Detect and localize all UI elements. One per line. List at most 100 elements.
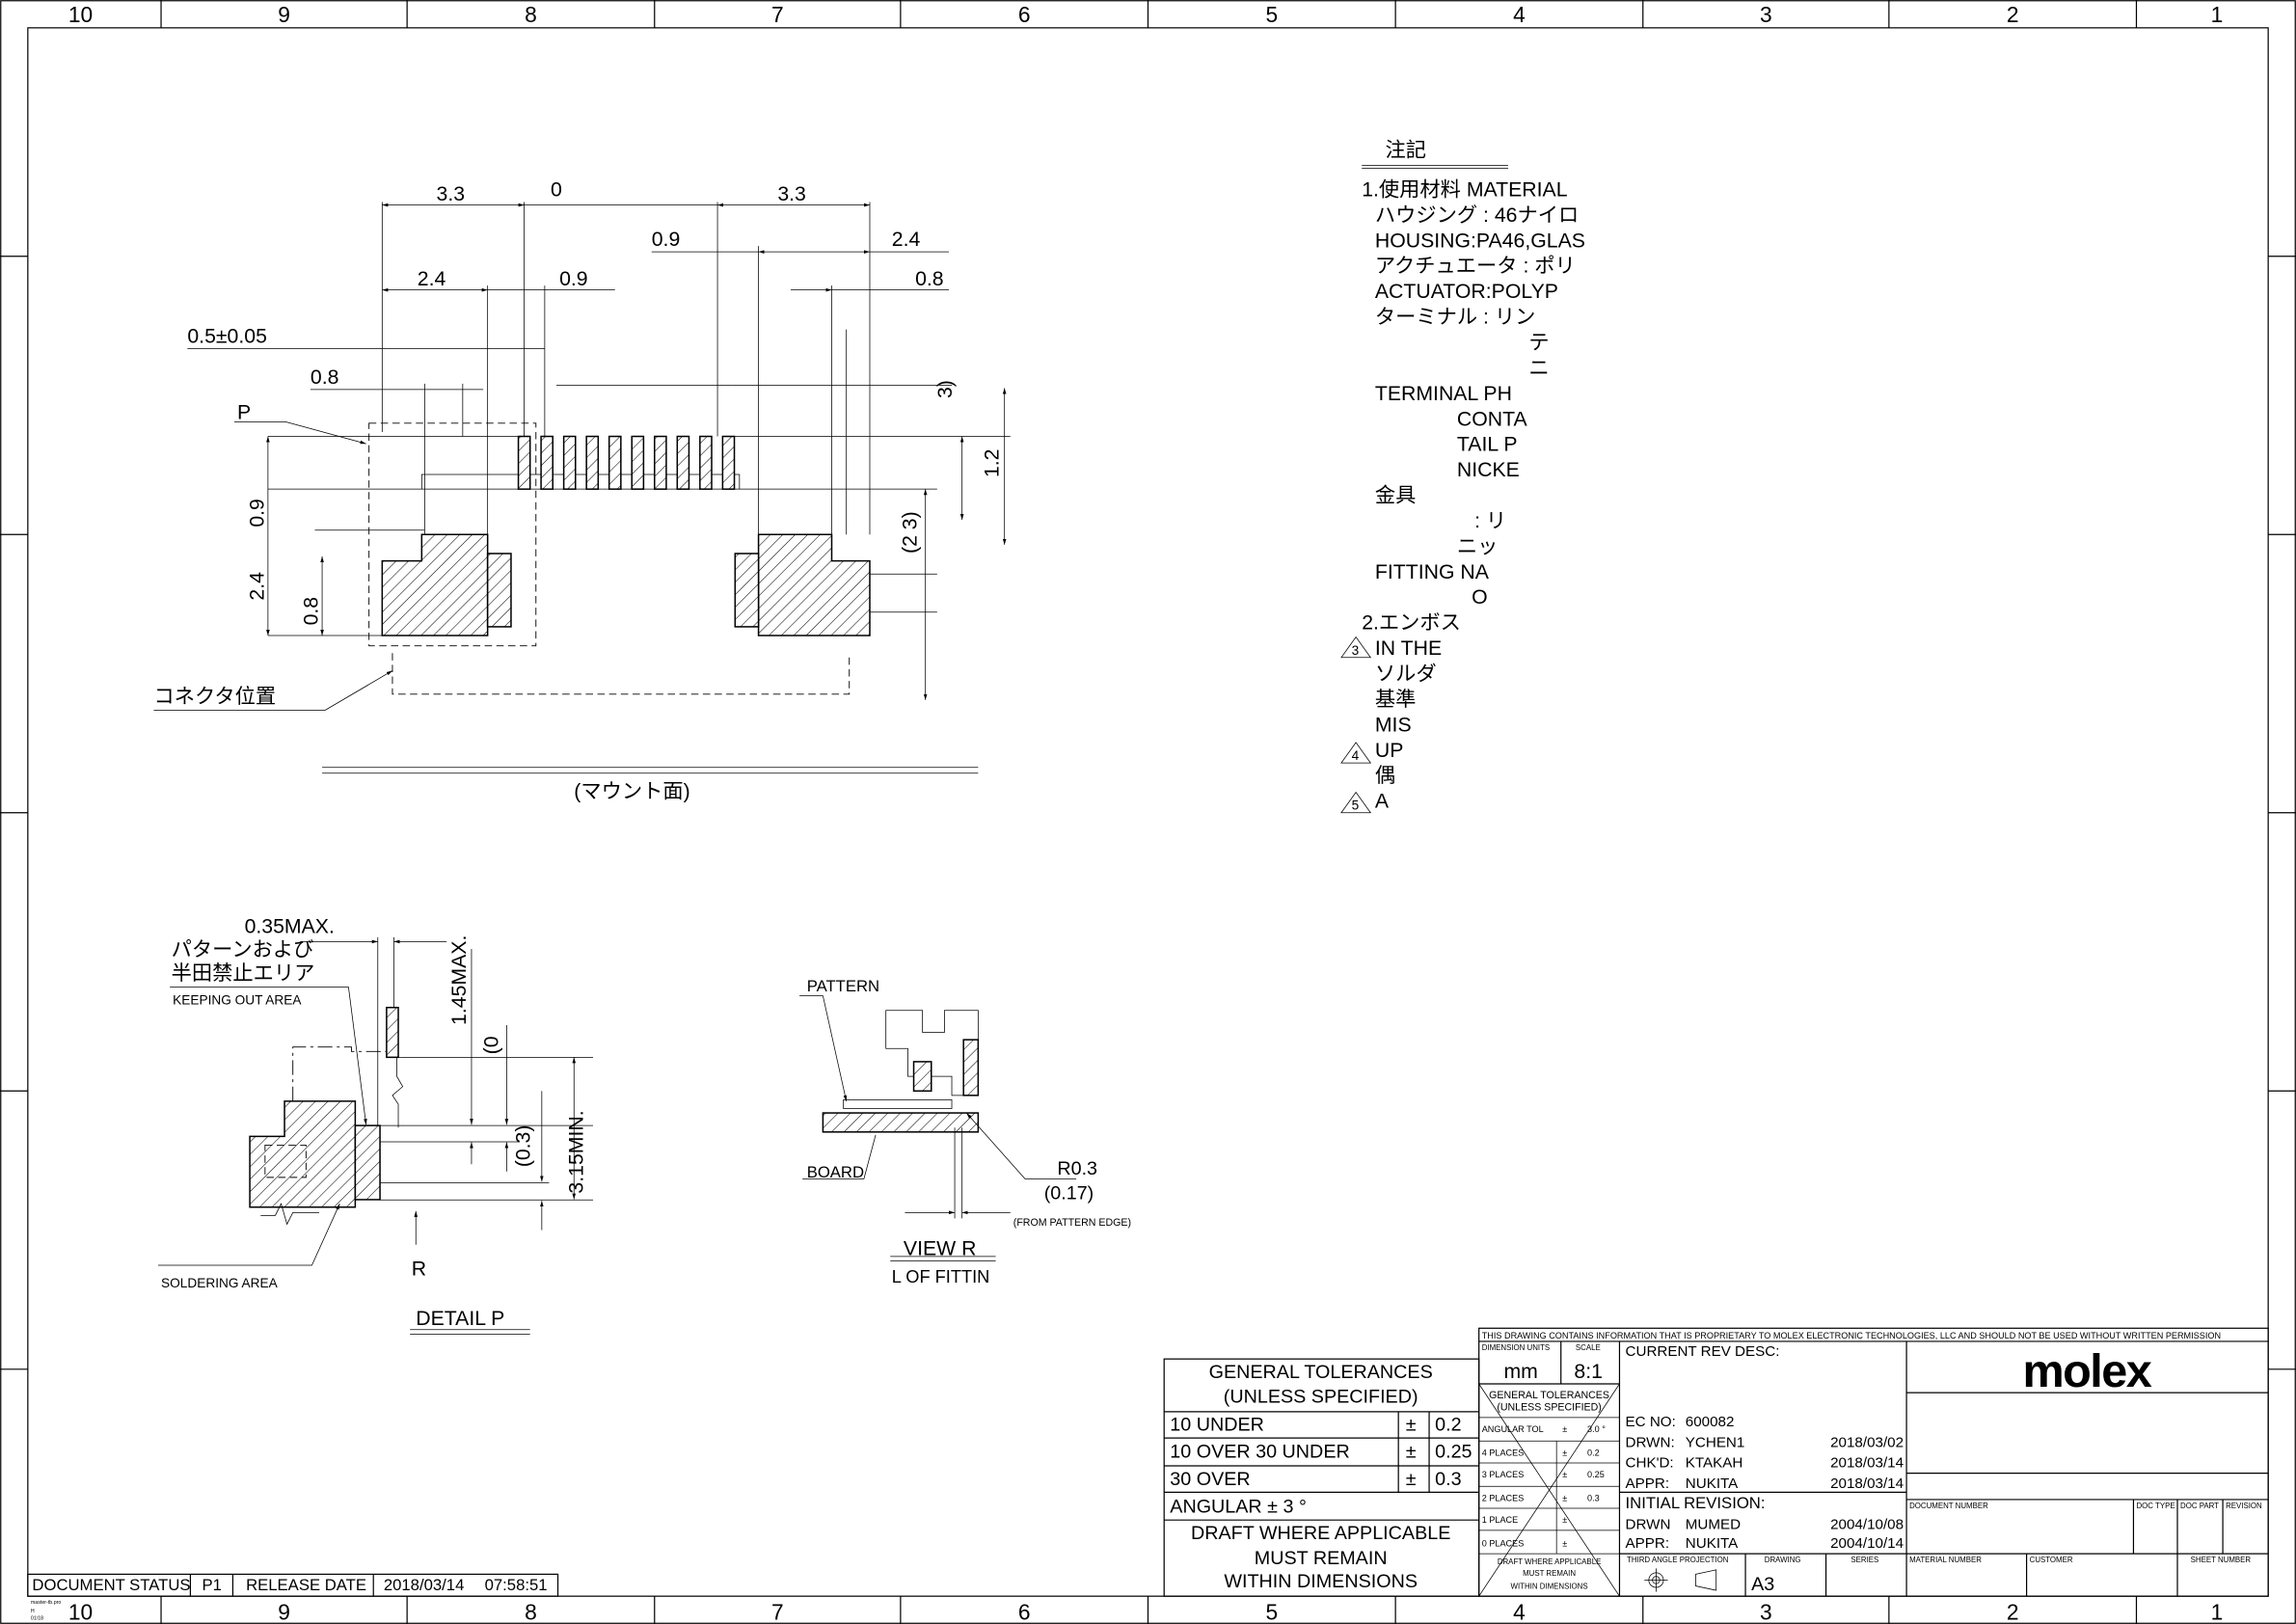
document-number-label: DOCUMENT NUMBER xyxy=(1909,1502,1988,1510)
zone-label: 5 xyxy=(1265,2,1278,27)
dim-0-9-top: 0.9 xyxy=(652,228,681,251)
gt-row-pm: ± xyxy=(1406,1469,1417,1490)
keeping-out-label: KEEPING OUT AREA xyxy=(173,993,302,1008)
third-angle-projection-icon xyxy=(1644,1568,1717,1592)
dimension-units: mm xyxy=(1503,1360,1537,1383)
chkd-label: CHK'D: xyxy=(1626,1455,1674,1472)
note-line: IN THE xyxy=(1375,636,1442,660)
release-date: 2018/03/14 xyxy=(384,1576,465,1594)
zone-label: 10 xyxy=(68,2,93,27)
drawing-label: DRAWING xyxy=(1765,1556,1801,1564)
zone-label: 7 xyxy=(771,2,784,27)
init-drwn-label: DRWN xyxy=(1626,1516,1671,1532)
zone-label: 3 xyxy=(1760,1599,1772,1624)
dim-v-3: 3) xyxy=(933,380,957,398)
revision-flag-icon xyxy=(1340,742,1372,764)
dim-v-0-9: 0.9 xyxy=(245,499,268,528)
document-status-bar: DOCUMENT STATUS P1 RELEASE DATE 2018/03/… xyxy=(27,1573,559,1621)
note-line: ニ xyxy=(1528,356,1549,379)
molex-logo: molex xyxy=(2022,1345,2151,1397)
tb-tol-draft-3: WITHIN DIMENSIONS xyxy=(1511,1583,1588,1591)
zone-label: 2 xyxy=(2007,2,2019,27)
note-line: TAIL P xyxy=(1457,433,1518,456)
gt-row-range: 10 UNDER xyxy=(1170,1415,1264,1436)
terminal xyxy=(608,435,622,490)
tb-tol-row-pm: ± xyxy=(1562,1539,1567,1549)
tb-tol-row-pm: ± xyxy=(1562,1515,1567,1525)
drawing-size: A3 xyxy=(1751,1574,1774,1595)
fitting-left xyxy=(381,533,489,636)
revision-flag-number: 5 xyxy=(1352,798,1360,813)
release-time: 07:58:51 xyxy=(485,1576,548,1594)
revision-flag-icon xyxy=(1340,791,1372,814)
fitting-right-tab xyxy=(734,553,760,628)
tb-tol-row-label: 2 PLACES xyxy=(1482,1493,1525,1502)
zone-label: 9 xyxy=(278,1599,290,1624)
dim-v-2-3: (2 3) xyxy=(899,511,922,554)
revision-flag-number: 3 xyxy=(1352,643,1360,658)
note-line: 金具 xyxy=(1375,484,1417,507)
zone-label: 1 xyxy=(2211,2,2224,27)
gt-row-pm: ± xyxy=(1406,1415,1417,1436)
connector-plan-view: 3.3 0 3.3 0.9 2.4 2.4 0.9 0.8 0.5±0.05 0… xyxy=(153,177,1011,803)
note-line: アクチュエータ : ポリ xyxy=(1375,255,1576,278)
gt-draft-1: DRAFT WHERE APPLICABLE xyxy=(1191,1523,1450,1544)
dim-0-9-left: 0.9 xyxy=(559,267,588,290)
terminal xyxy=(654,435,667,490)
init-drwn-name: MUMED xyxy=(1686,1516,1741,1532)
note-line: O xyxy=(1472,585,1488,609)
material-number-label: MATERIAL NUMBER xyxy=(1909,1556,1982,1564)
template-rev: H xyxy=(31,1609,35,1614)
terminal xyxy=(562,435,577,490)
pattern-label: PATTERN xyxy=(807,977,879,995)
document-status-value: P1 xyxy=(203,1576,222,1594)
dim-v-0-8: 0.8 xyxy=(300,597,323,626)
zone-label: 8 xyxy=(525,1599,537,1624)
terminal xyxy=(540,435,554,490)
series-label: SERIES xyxy=(1850,1556,1878,1564)
tb-tol-title-1: GENERAL TOLERANCES xyxy=(1489,1390,1609,1401)
initial-revision-label: INITIAL REVISION: xyxy=(1626,1494,1766,1512)
soldering-area-label: SOLDERING AREA xyxy=(161,1276,279,1290)
dim-0-8-left: 0.8 xyxy=(311,365,339,389)
zone-label: 8 xyxy=(525,2,537,27)
release-date-label: RELEASE DATE xyxy=(246,1576,366,1594)
terminal-row xyxy=(517,435,736,490)
label-p: P xyxy=(237,400,251,423)
tb-tol-title-2: (UNLESS SPECIFIED) xyxy=(1497,1401,1601,1413)
note-line: ACTUATOR:POLYP xyxy=(1375,280,1558,303)
ec-no: 600082 xyxy=(1686,1414,1735,1430)
revision-label: REVISION xyxy=(2226,1502,2262,1510)
document-status-label: DOCUMENT STATUS xyxy=(32,1576,190,1594)
gt-row-range: 30 OVER xyxy=(1170,1469,1250,1490)
init-appr-label: APPR: xyxy=(1626,1535,1670,1552)
terminal xyxy=(676,435,690,490)
gt-row-range: 10 OVER 30 UNDER xyxy=(1170,1442,1349,1463)
note-line: FITTING NA xyxy=(1375,560,1490,583)
note-line: TERMINAL PH xyxy=(1375,382,1512,405)
note-line: ハウジング : 46ナイロ xyxy=(1375,203,1579,227)
zone-label: 9 xyxy=(278,2,290,27)
tb-tol-row-pm: ± xyxy=(1562,1424,1567,1434)
note-line: MIS xyxy=(1375,713,1412,736)
connector-position-label: コネクタ位置 xyxy=(153,685,276,708)
dim-0-3: (0.3) xyxy=(512,1125,535,1168)
appr-label: APPR: xyxy=(1626,1475,1670,1492)
note-line: 偶 xyxy=(1375,764,1395,787)
proprietary-notice: THIS DRAWING CONTAINS INFORMATION THAT I… xyxy=(1482,1331,2221,1340)
r0-3-label: R0.3 xyxy=(1057,1158,1097,1179)
fitting-right xyxy=(757,533,871,636)
title-block: THIS DRAWING CONTAINS INFORMATION THAT I… xyxy=(1478,1327,2269,1597)
zone-label: 3 xyxy=(1760,2,1772,27)
gt-row-value: 0.25 xyxy=(1435,1442,1472,1463)
gt-title-2: (UNLESS SPECIFIED) xyxy=(1224,1387,1418,1408)
tb-tol-row-value: 0.2 xyxy=(1587,1448,1600,1457)
ec-no-label: EC NO: xyxy=(1626,1414,1676,1430)
tb-tol-row-pm: ± xyxy=(1562,1470,1567,1479)
revision-flag-number: 4 xyxy=(1352,748,1360,763)
dim-3-3-right: 3.3 xyxy=(777,182,806,205)
terminal xyxy=(631,435,645,490)
terminal xyxy=(721,435,736,490)
